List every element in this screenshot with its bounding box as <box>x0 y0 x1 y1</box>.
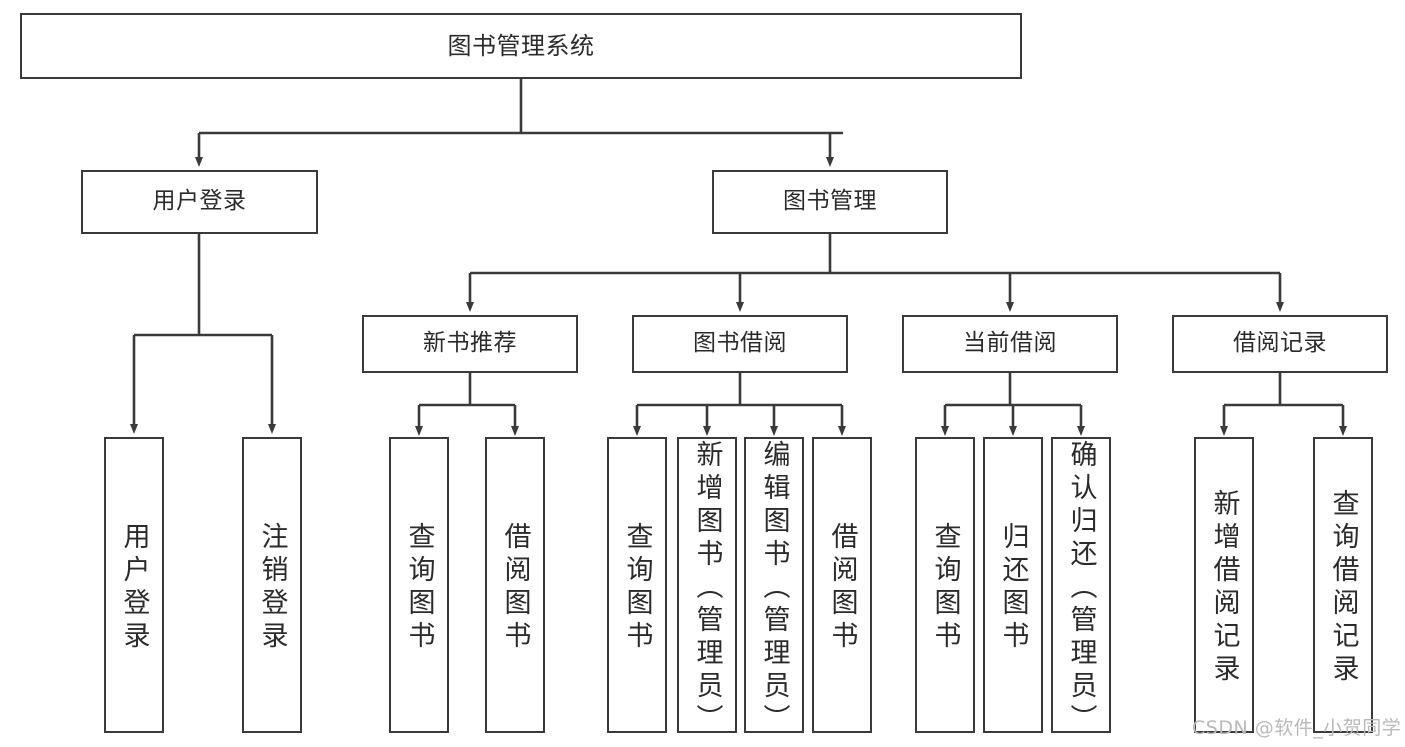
node-leaf-borrow-book-1-label: 借阅图书 <box>499 522 531 654</box>
node-leaf-user-logout-label: 注销登录 <box>256 522 288 654</box>
node-leaf-user-login[interactable]: 用户登录 <box>104 437 164 733</box>
node-leaf-query-book-3-label: 查询图书 <box>929 522 961 654</box>
node-user-login[interactable]: 用户登录 <box>81 170 318 234</box>
node-current-borrow-label: 当前借阅 <box>963 330 1057 357</box>
node-current-borrow[interactable]: 当前借阅 <box>902 315 1118 373</box>
csdn-watermark: CSDN @软件_小贺同学 <box>1192 717 1402 739</box>
node-book-manage-label: 图书管理 <box>783 188 877 215</box>
node-root[interactable]: 图书管理系统 <box>20 13 1022 79</box>
node-book-manage[interactable]: 图书管理 <box>712 170 948 234</box>
node-leaf-confirm-return-label: 确认归还（管理员） <box>1065 439 1097 737</box>
node-leaf-edit-book-label: 编辑图书（管理员） <box>758 439 790 737</box>
node-leaf-borrow-book-2-label: 借阅图书 <box>826 522 858 654</box>
node-leaf-query-book-2-label: 查询图书 <box>621 522 653 654</box>
node-book-borrow-label: 图书借阅 <box>693 330 787 357</box>
node-leaf-add-borrow-record-label: 新增借阅记录 <box>1208 489 1240 687</box>
node-leaf-edit-book[interactable]: 编辑图书（管理员） <box>744 437 804 737</box>
node-leaf-confirm-return[interactable]: 确认归还（管理员） <box>1051 437 1111 737</box>
node-user-login-label: 用户登录 <box>152 188 247 215</box>
node-book-borrow[interactable]: 图书借阅 <box>632 315 848 373</box>
node-leaf-add-borrow-record[interactable]: 新增借阅记录 <box>1194 437 1254 733</box>
node-leaf-add-book-label: 新增图书（管理员） <box>691 439 723 737</box>
node-leaf-borrow-book-2[interactable]: 借阅图书 <box>812 437 872 733</box>
node-leaf-query-borrow-record[interactable]: 查询借阅记录 <box>1313 437 1373 733</box>
node-new-book-recommend[interactable]: 新书推荐 <box>362 315 578 373</box>
node-leaf-query-book-1[interactable]: 查询图书 <box>389 437 449 733</box>
node-leaf-query-book-2[interactable]: 查询图书 <box>607 437 667 733</box>
node-leaf-query-book-3[interactable]: 查询图书 <box>915 437 975 733</box>
node-borrow-record[interactable]: 借阅记录 <box>1172 315 1388 373</box>
node-leaf-user-logout[interactable]: 注销登录 <box>242 437 302 733</box>
node-new-book-recommend-label: 新书推荐 <box>423 330 517 357</box>
node-leaf-query-book-1-label: 查询图书 <box>403 522 435 654</box>
node-leaf-add-book[interactable]: 新增图书（管理员） <box>677 437 737 737</box>
node-leaf-query-borrow-record-label: 查询借阅记录 <box>1327 489 1359 687</box>
node-leaf-borrow-book-1[interactable]: 借阅图书 <box>485 437 545 733</box>
node-leaf-return-book[interactable]: 归还图书 <box>983 437 1043 733</box>
node-leaf-user-login-label: 用户登录 <box>118 522 150 654</box>
node-root-label: 图书管理系统 <box>447 31 595 60</box>
node-borrow-record-label: 借阅记录 <box>1233 330 1327 357</box>
node-leaf-return-book-label: 归还图书 <box>997 522 1029 654</box>
